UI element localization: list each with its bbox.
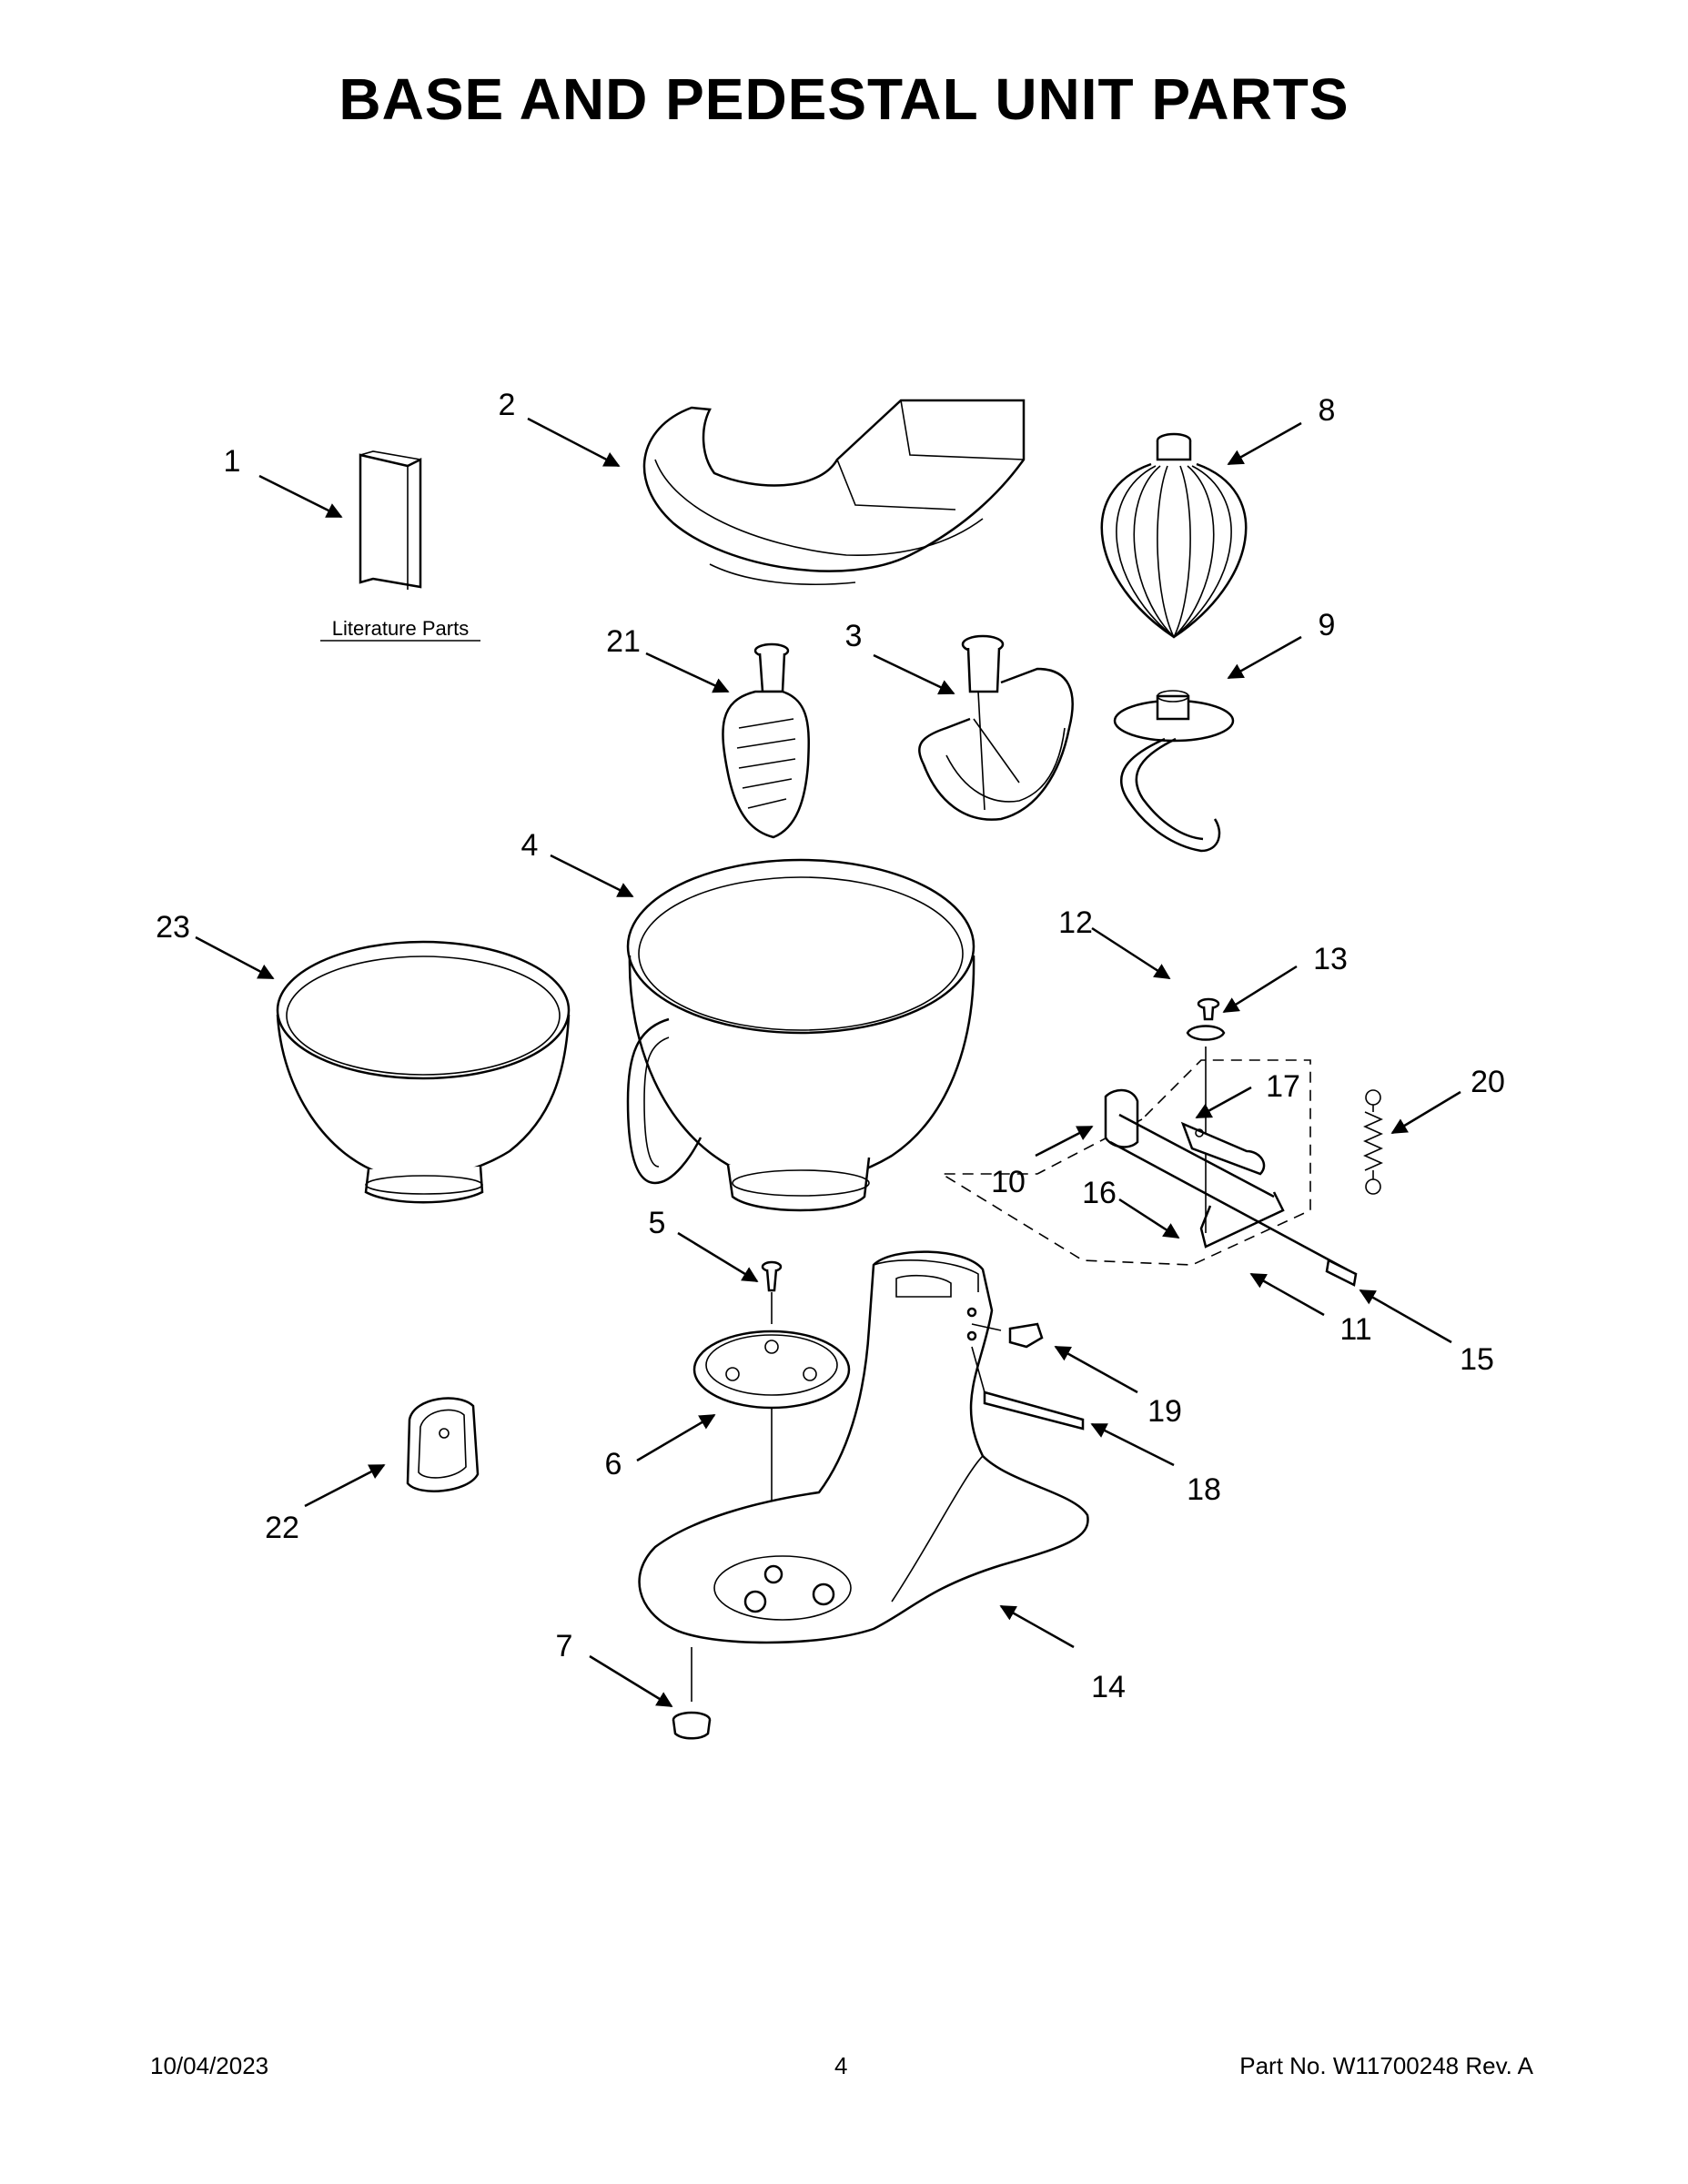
callout-4: 4 (521, 828, 539, 863)
callout-20: 20 (1471, 1065, 1505, 1099)
callout-19: 19 (1147, 1394, 1182, 1429)
spring-drawing (1363, 1089, 1383, 1195)
literature-booklet-drawing (320, 450, 480, 642)
callout-8: 8 (1319, 393, 1336, 428)
callout-22: 22 (265, 1511, 299, 1545)
callout-5: 5 (649, 1206, 666, 1240)
footer-page-number: 4 (834, 2052, 848, 2079)
page-title: BASE AND PEDESTAL UNIT PARTS (339, 66, 1349, 132)
trim-cap-drawing (406, 1397, 480, 1492)
clamping-plate-drawing (692, 1330, 851, 1574)
callout-1: 1 (224, 444, 241, 479)
pedestal-base-drawing (638, 1250, 1089, 1644)
callout-23: 23 (156, 910, 190, 945)
callout-13: 13 (1313, 942, 1348, 976)
wire-whip-drawing (1100, 432, 1248, 639)
pouring-shield-drawing (642, 399, 1026, 586)
callout-7: 7 (556, 1629, 573, 1663)
callout-11: 11 (1339, 1312, 1371, 1347)
rubber-foot-drawing (672, 1647, 712, 1740)
callout-17: 17 (1266, 1069, 1300, 1104)
literature-parts-label: Literature Parts (332, 617, 469, 640)
leader-arrows (195, 417, 1461, 1708)
footer-part-number: Part No. W11700248 Rev. A (1239, 2052, 1533, 2079)
flat-beater-drawing (918, 634, 1074, 821)
callout-10: 10 (991, 1165, 1026, 1199)
callout-3: 3 (845, 619, 863, 653)
callout-15: 15 (1460, 1342, 1494, 1377)
mixing-bowl-drawing (626, 858, 975, 1212)
callout-18: 18 (1187, 1472, 1221, 1507)
dough-hook-drawing (1113, 690, 1235, 853)
callout-numbers: 1 2 3 4 5 6 7 8 9 10 11 12 13 14 15 16 1… (156, 388, 1505, 1704)
callout-9: 9 (1319, 608, 1336, 642)
footer-date: 10/04/2023 (150, 2052, 269, 2079)
screw-drawing (761, 1260, 783, 1324)
hinge-assembly-drawing (939, 997, 1358, 1287)
pin-and-lever-drawing (971, 1322, 1085, 1431)
callout-12: 12 (1058, 905, 1093, 940)
callout-21: 21 (606, 624, 641, 659)
callout-16: 16 (1082, 1176, 1117, 1210)
pastry-beater-drawing (722, 642, 810, 839)
callout-14: 14 (1091, 1670, 1126, 1704)
callout-2: 2 (499, 388, 516, 422)
callout-6: 6 (605, 1447, 622, 1481)
glass-bowl-drawing (276, 940, 571, 1204)
